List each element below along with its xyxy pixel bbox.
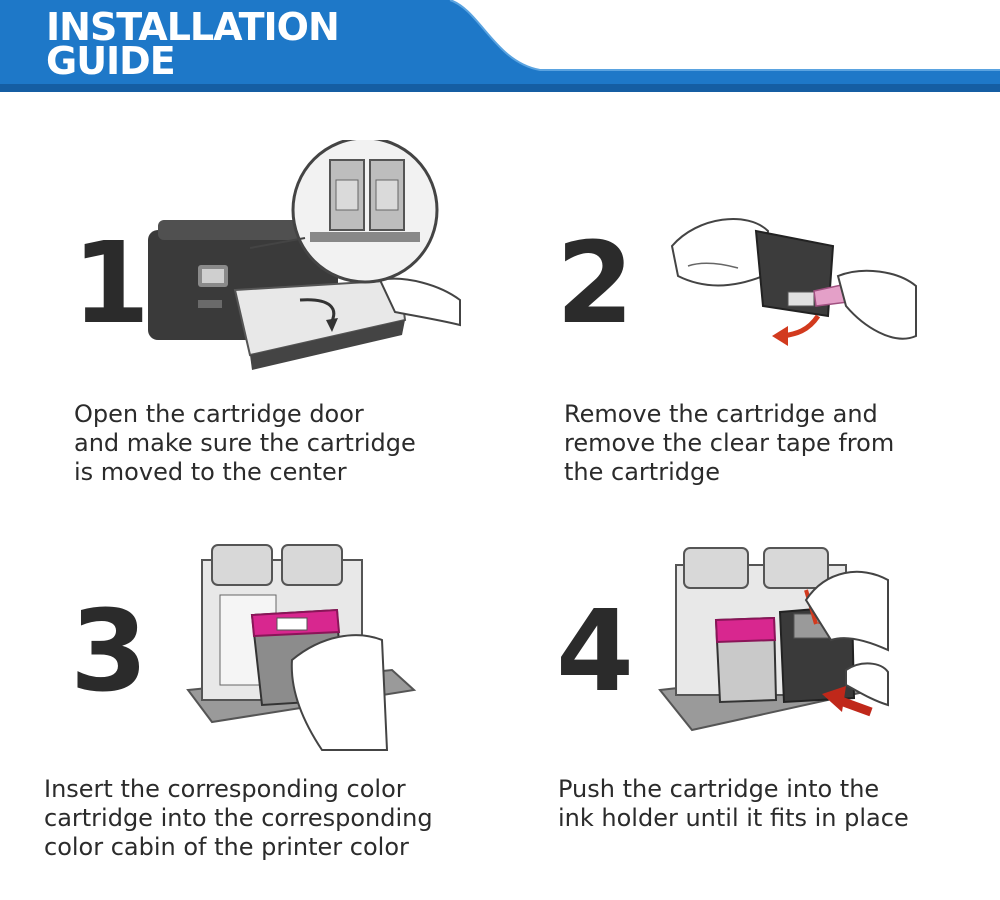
- step-4-line-2: ink holder until it fits in place: [558, 804, 909, 832]
- header-banner: INSTALLATION GUIDE: [0, 0, 1000, 92]
- step-2-line-3: the cartridge: [564, 458, 720, 486]
- printer-open-door-icon: [140, 136, 470, 384]
- step-3-number: 3: [70, 587, 148, 717]
- title-line-1: INSTALLATION: [46, 5, 340, 49]
- step-3-line-3: color cabin of the printer color: [44, 833, 409, 861]
- step-3-line-1: Insert the corresponding color: [44, 775, 406, 803]
- step-4-line-1: Push the cartridge into the: [558, 775, 880, 803]
- step-2-description: Remove the cartridge and remove the clea…: [564, 400, 894, 487]
- insert-cartridge-icon: [182, 540, 418, 756]
- step-1-line-1: Open the cartridge door: [74, 400, 364, 428]
- step-4-description: Push the cartridge into the ink holder u…: [558, 775, 909, 833]
- step-1-number: 1: [72, 219, 150, 349]
- remove-tape-icon: [668, 206, 920, 370]
- step-2-line-2: remove the clear tape from: [564, 429, 895, 457]
- push-cartridge-icon: [656, 540, 892, 756]
- step-2-line-1: Remove the cartridge and: [564, 400, 878, 428]
- step-2-number: 2: [556, 219, 634, 349]
- step-3-description: Insert the corresponding color cartridge…: [44, 775, 433, 862]
- step-4-number: 4: [556, 587, 634, 717]
- step-1-line-2: and make sure the cartridge: [74, 429, 416, 457]
- page-title: INSTALLATION GUIDE: [46, 5, 340, 83]
- header-wave-shape: [0, 0, 1000, 92]
- step-3-line-2: cartridge into the corresponding: [44, 804, 433, 832]
- step-1-line-3: is moved to the center: [74, 458, 347, 486]
- step-1-description: Open the cartridge door and make sure th…: [74, 400, 416, 487]
- title-line-2: GUIDE: [46, 39, 176, 83]
